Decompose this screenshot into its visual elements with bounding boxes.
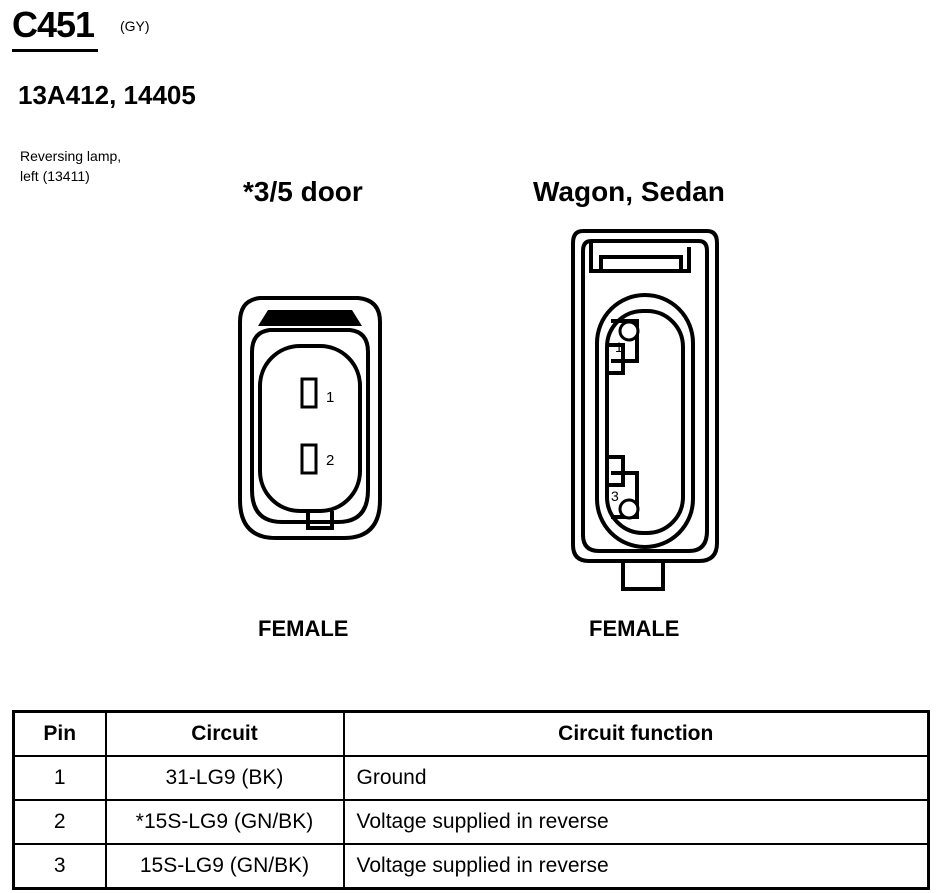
view-title-3-5-door: *3/5 door: [243, 176, 363, 207]
pin-socket-3: [618, 498, 640, 520]
pin-cell: 3: [12, 843, 107, 890]
table-row: 2 *15S-LG9 (GN/BK) Voltage supplied in r…: [12, 799, 930, 845]
view-gender-3-5-door: FEMALE: [258, 616, 349, 641]
connector-diagram-2-pin: 1 2: [238, 296, 382, 540]
view-gender-wagon-sedan: FEMALE: [589, 616, 680, 641]
pin-cell: 2: [12, 799, 107, 845]
pin-socket-1: [618, 320, 640, 342]
pin-label-2: 2: [326, 452, 334, 469]
pin-slot-2: [300, 443, 318, 475]
pin-label-3: 3: [611, 488, 619, 504]
function-cell: Voltage supplied in reverse: [342, 843, 930, 890]
component-description: Reversing lamp, left (13411): [20, 146, 121, 186]
connector-id-underline: [12, 49, 98, 52]
column-header-pin: Pin: [12, 710, 107, 757]
pin-label-1: 1: [326, 389, 334, 406]
pin-slot-1: [300, 377, 318, 409]
circuit-cell: *15S-LG9 (GN/BK): [104, 799, 345, 845]
circuit-cell: 15S-LG9 (GN/BK): [104, 843, 345, 890]
part-numbers: 13A412, 14405: [18, 80, 196, 110]
color-code: (GY): [120, 18, 150, 34]
function-cell: Ground: [342, 755, 930, 801]
component-line-1: Reversing lamp,: [20, 148, 122, 164]
view-title-wagon-sedan: Wagon, Sedan: [533, 176, 725, 207]
table-row: 1 31-LG9 (BK) Ground: [12, 755, 930, 801]
function-cell: Voltage supplied in reverse: [342, 799, 930, 845]
connector-id: C451: [12, 4, 95, 45]
table-row: 3 15S-LG9 (GN/BK) Voltage supplied in re…: [12, 843, 930, 890]
column-header-circuit-function: Circuit function: [342, 710, 930, 757]
table-header-row: Pin Circuit Circuit function: [12, 710, 930, 757]
connector-diagram-3-pin: 1 3: [571, 229, 719, 591]
circuit-cell: 31-LG9 (BK): [104, 755, 345, 801]
column-header-circuit: Circuit: [104, 710, 345, 757]
component-line-2: left (13411): [20, 168, 90, 184]
pin-cell: 1: [12, 755, 107, 801]
pin-label-1: 1: [615, 339, 623, 355]
pin-table: Pin Circuit Circuit function 1 31-LG9 (B…: [12, 710, 930, 890]
